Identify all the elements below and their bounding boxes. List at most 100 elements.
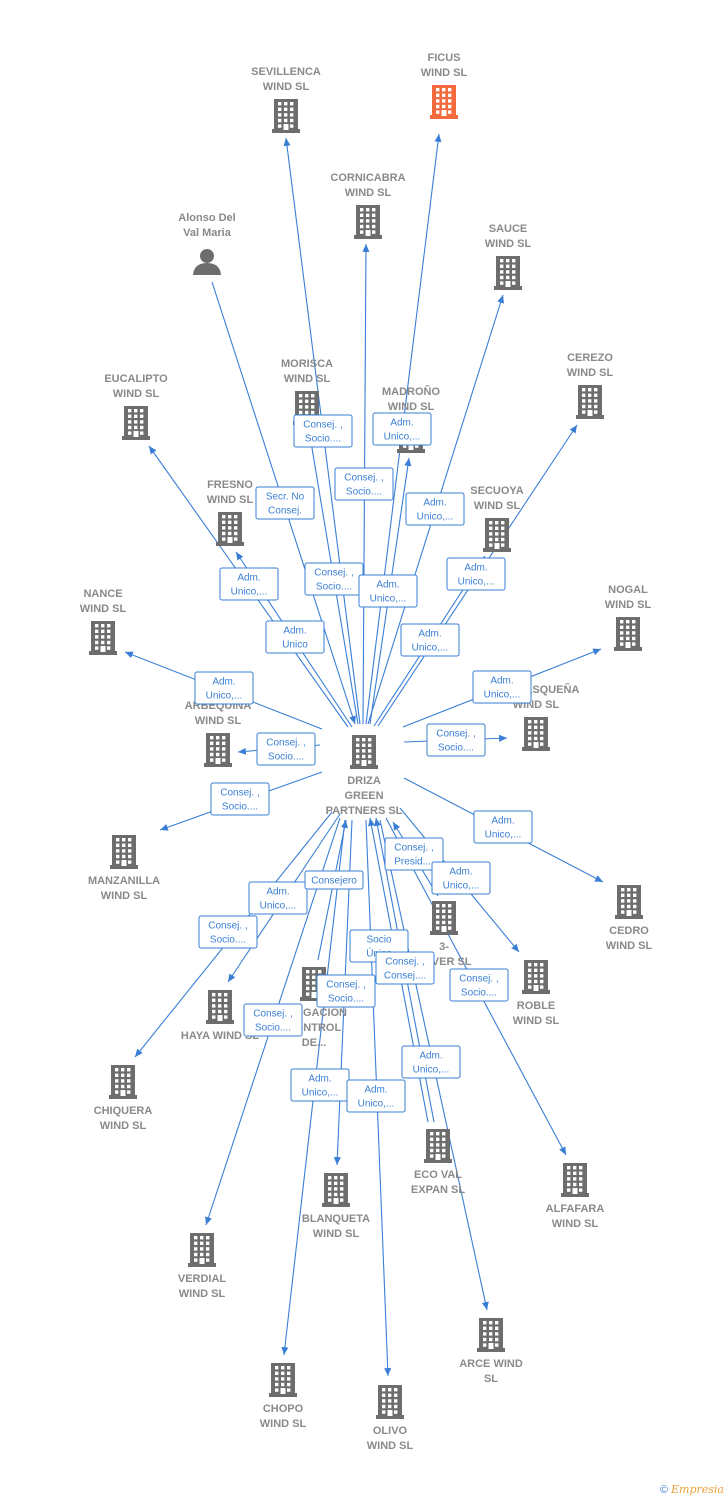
edge-label-text: Unico — [282, 640, 308, 651]
edge-label-chiquera[interactable]: Consej. ,Socio.... — [198, 915, 258, 949]
building-icon — [430, 85, 458, 119]
edge-label-text: Socio.... — [316, 582, 352, 593]
edge-label-text: Consej. , — [326, 980, 365, 991]
edge-label-text: Consej. , — [303, 420, 342, 431]
edge-label-haya[interactable]: Adm.Unico,... — [248, 881, 308, 915]
edge-label-nogal[interactable]: Adm. Unico,... — [472, 670, 532, 704]
edge-label-arbequina[interactable]: Consej. ,Socio.... — [256, 732, 316, 766]
edge-label-box — [346, 1079, 406, 1113]
building-icon — [615, 885, 643, 919]
edge-label-cedro[interactable]: Adm.Unico,... — [473, 810, 533, 844]
edge-label-manzanilla[interactable]: Consej. ,Socio.... — [210, 782, 270, 816]
edge-label-text: Adm. — [464, 563, 487, 574]
edge-label-box — [384, 837, 444, 871]
edge-label-text: Adm. — [490, 676, 513, 687]
edge-label-text: Consej. , — [314, 568, 353, 579]
edge-label-text: Adm. — [283, 626, 306, 637]
edge-label-sauce[interactable]: Adm.Unico,... — [405, 492, 465, 526]
edge-label-text: Presid.... — [394, 857, 433, 868]
edge-label-morisca[interactable]: Consej. , Socio.... — [304, 562, 364, 596]
edge-label-arce[interactable]: Adm.Unico,... — [401, 1045, 461, 1079]
edge-label-ecoval[interactable]: Consej. ,Consej.... — [375, 951, 435, 985]
edge-label-box — [219, 567, 279, 601]
node-label: MANZANILLA — [88, 875, 160, 887]
edge-label-mitigacion[interactable]: Consejero — [304, 870, 364, 890]
edge-label-box — [472, 670, 532, 704]
node-label: WIND SL — [388, 401, 435, 413]
building-icon — [272, 99, 300, 133]
node-label: Alonso Del — [178, 212, 235, 224]
node-label: 3- — [439, 941, 449, 953]
edge-label-sevillenca[interactable]: Consej. ,Socio.... — [293, 414, 353, 448]
node-label: EXPAN SL — [411, 1184, 465, 1196]
edge-label-text: Secr. No — [266, 492, 305, 503]
edge-label-chopo[interactable]: Adm.Unico,... — [290, 1068, 350, 1102]
edge-label-text: Unico,... — [484, 690, 521, 701]
node-label: WIND SL — [474, 500, 521, 512]
node-label: NOGAL — [608, 584, 648, 596]
edge-label-text: Socio.... — [268, 752, 304, 763]
edge-label-roble[interactable]: Adm.Unico,... — [431, 861, 491, 895]
brand-logo-text[interactable]: Empresia — [671, 1483, 724, 1496]
edge-label-eucalipto[interactable]: Adm.Unico,... — [219, 567, 279, 601]
edge-label-box — [256, 732, 316, 766]
edge-label-text: Adm. — [491, 816, 514, 827]
edge-label-text: Consej. , — [253, 1009, 292, 1020]
edge-label-text: Unico,... — [417, 512, 454, 523]
node-label: WIND SL — [207, 494, 254, 506]
edge-label-text: Consej. , — [385, 957, 424, 968]
edge-label-alfafara[interactable]: Consej. ,Socio.... — [449, 968, 509, 1002]
edge-label-enver[interactable]: Consej. ,Presid.... — [384, 837, 444, 871]
node-haya[interactable]: HAYA WIND SL — [181, 990, 260, 1042]
edge-label-nance[interactable]: Adm.Unico,... — [194, 671, 254, 705]
edge-label-box — [473, 810, 533, 844]
node-label: WIND SL — [313, 1228, 360, 1240]
node-mitigacion[interactable]: MITIGACIONCONTROLDE... — [281, 967, 347, 1049]
edge-label-text: Unico,... — [302, 1088, 339, 1099]
edge-label-text: Socio — [366, 935, 391, 946]
edge-label-olivo[interactable]: Adm.Unico,... — [346, 1079, 406, 1113]
edge-label-box — [198, 915, 258, 949]
edge-label-fresno[interactable]: Adm. Unico — [265, 620, 325, 654]
node-label: VERDIAL — [178, 1273, 227, 1285]
edge-label-madrono[interactable]: Adm.Unico,... — [358, 574, 418, 608]
edge-label-cerezo[interactable]: Adm.Unico,... — [446, 557, 506, 591]
edge-label-text: Consej. — [268, 506, 302, 517]
edge-label-cornicabra[interactable]: Consej. ,Socio.... — [334, 467, 394, 501]
building-icon — [350, 735, 378, 769]
edge-label-box — [243, 1003, 303, 1037]
edge-label-ficus[interactable]: Adm.Unico,... — [372, 412, 432, 446]
edge-label-alonso[interactable]: Secr. No Consej. — [255, 486, 315, 520]
edge-label-carrasquena[interactable]: Consej. ,Socio.... — [426, 723, 486, 757]
edge-label-blanqueta[interactable]: Consej. ,Socio.... — [316, 974, 376, 1008]
node-label: WIND SL — [421, 67, 468, 79]
edge-label-box — [405, 492, 465, 526]
edge-label-verdial[interactable]: Consej. ,Socio.... — [243, 1003, 303, 1037]
edge-label-secuoya[interactable]: Adm.Unico,... — [400, 623, 460, 657]
building-icon — [354, 205, 382, 239]
